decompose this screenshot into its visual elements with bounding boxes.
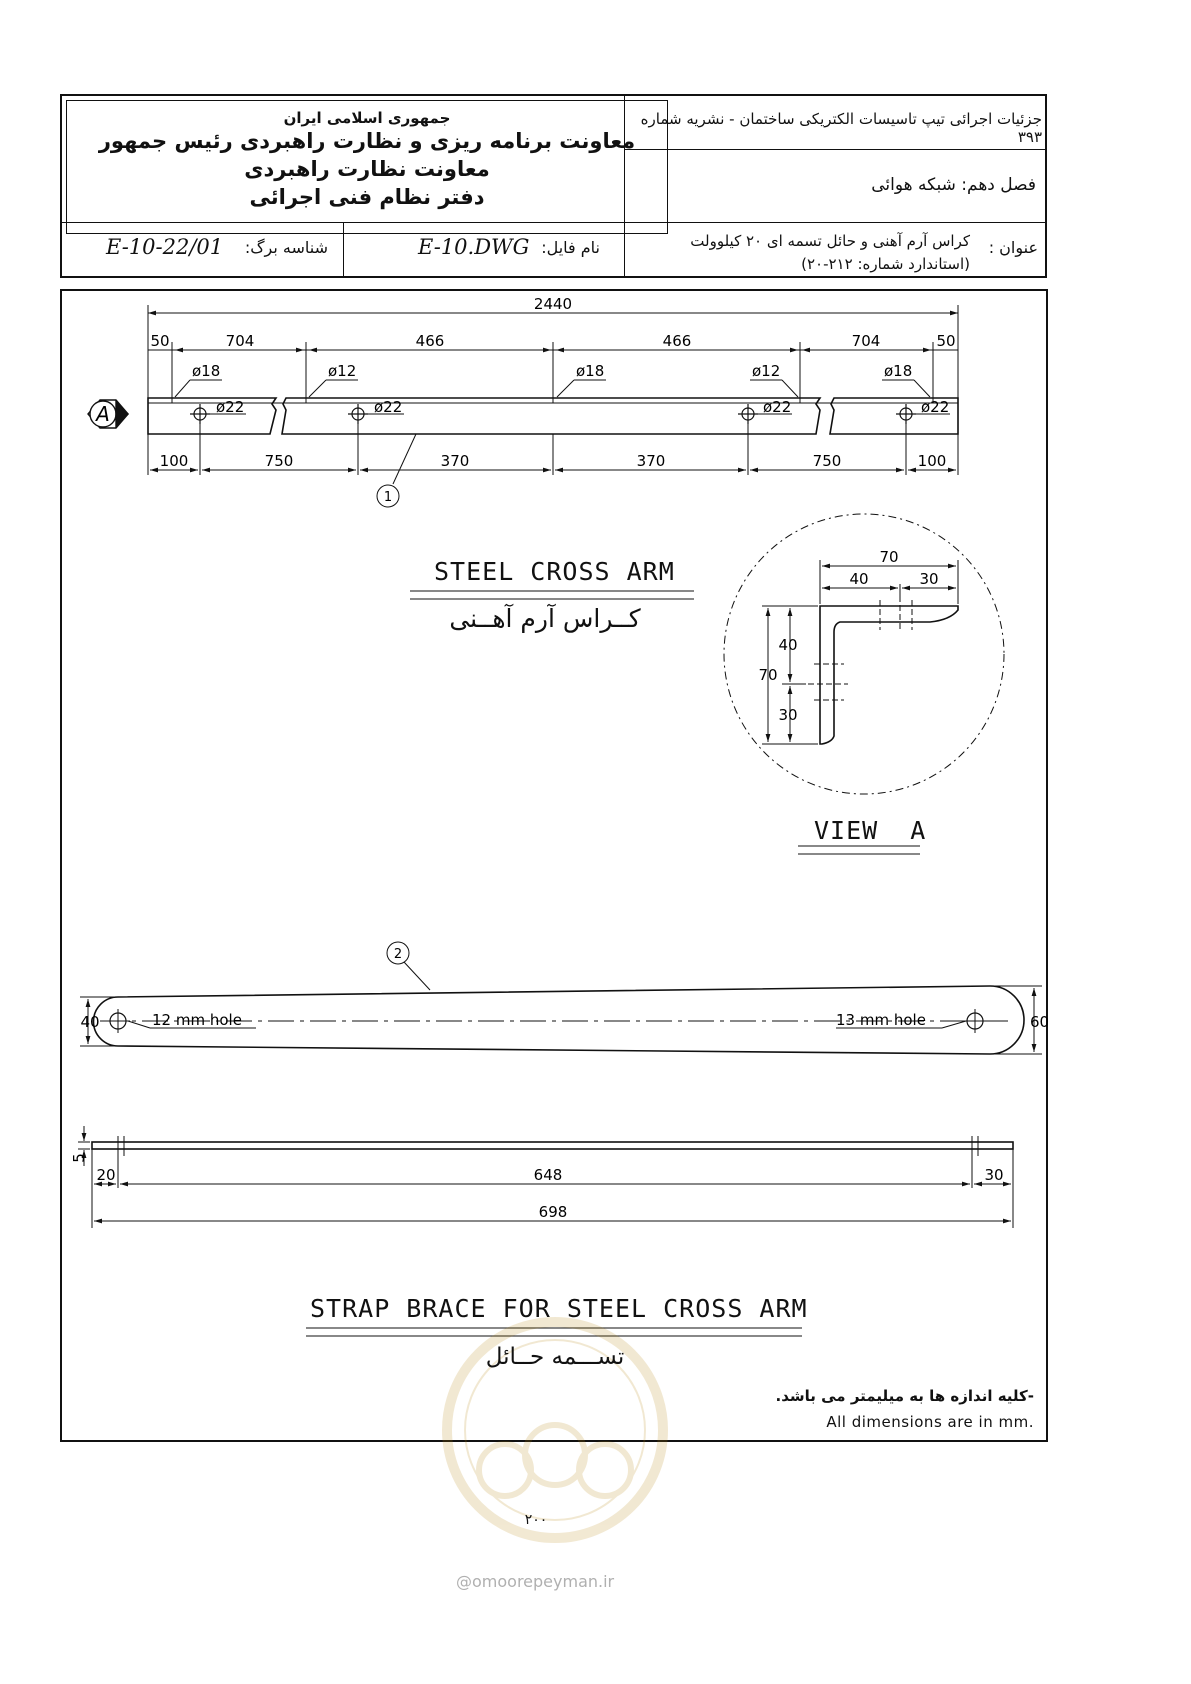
view-a-detail [723,513,1005,795]
chapter-title: فصل دهم: شبکه هوائی [871,175,1036,195]
title-block-divider [61,222,1046,223]
title-block-divider [624,95,625,277]
org-line-3: معاونت نظارت راهبردی [244,157,490,181]
dim-top-2: 704 [226,332,255,350]
title-block-divider [625,149,1046,150]
view-a-width-right: 30 [919,570,938,588]
hole-label-top-5: ø18 [884,362,912,380]
page-number: ۲۰۰ [524,1512,548,1528]
hole-label-top-2: ø12 [328,362,356,380]
drawing-frame [60,289,1048,1442]
strap-left-width: 40 [80,1013,99,1031]
dim-bottom-4: 370 [637,452,666,470]
subject-label: عنوان : [988,238,1038,257]
dim-top-4: 466 [663,332,692,350]
cross-arm-bottom-dimensions [147,420,959,475]
subject-line-1: کراس آرم آهنی و حائل تسمه ای ۲۰ کیلوولت [690,232,970,250]
cross-arm-small-holes [171,398,934,403]
cross-arm-overall-dimension: 2440 [147,295,959,398]
top-hole-labels [174,379,931,398]
cross-arm-title-en: STEEL CROSS ARM [434,557,675,586]
strap-title-fa: تســـمه حــائل [485,1344,625,1370]
dim-top-6: 50 [936,332,955,350]
file-value: E-10.DWG [418,235,530,259]
watermark-logo [442,1317,668,1543]
dim-bottom-6: 100 [918,452,947,470]
org-line-2: معاونت برنامه ریزی و نظارت راهبردی رئیس … [98,129,636,153]
dim-overall: 2440 [534,295,572,313]
strap-thickness: 5 [70,1153,88,1163]
view-a-marker [87,399,129,429]
strap-overall-length: 698 [539,1203,568,1221]
strap-right-offset: 30 [984,1166,1003,1184]
watermark-text: @omoorepeyman.ir [456,1572,614,1591]
cross-arm-main-holes [190,404,916,424]
note-fa: -کلیه اندازه ها به میلیمتر می باشد. [775,1387,1034,1405]
watermark-at-icon: @ [456,1572,472,1591]
dim-top-5: 704 [852,332,881,350]
strap-left-hole-label: 12 mm hole [152,1011,242,1029]
part-1-callout [376,433,417,508]
dim-bottom-5: 750 [813,452,842,470]
view-a-height-bottom: 30 [778,706,797,724]
dim-bottom-3: 370 [441,452,470,470]
note-en: All dimensions are in mm. [826,1413,1034,1431]
publication-title: جزئیات اجرائی تیپ تاسیسات الکتریکی ساختم… [640,110,1042,146]
view-a-width-total: 70 [879,548,898,566]
hole-label-top-4: ø12 [752,362,780,380]
part-1-number: 1 [384,490,392,505]
hole-label-main-4: ø22 [921,398,949,416]
strap-left-offset: 20 [96,1166,115,1184]
view-a-height-top: 40 [778,636,797,654]
subject-line-2: (استاندارد شماره: ۲۱۲-۲۰) [801,255,970,273]
file-label: نام فایل: [541,238,600,257]
view-a-marker-letter: A [94,402,110,426]
title-block [60,94,1047,278]
hole-label-top-1: ø18 [192,362,220,380]
view-a-height-total: 70 [758,666,777,684]
hole-label-main-2: ø22 [374,398,402,416]
watermark-url: omoorepeyman.ir [472,1572,615,1591]
part-2-number: 2 [394,947,402,962]
org-line-4: دفتر نظام فنی اجرائی [249,185,485,209]
view-a-width-left: 40 [849,570,868,588]
sheet-value: E-10-22/01 [106,235,224,259]
hole-label-main-1: ø22 [216,398,244,416]
dim-bottom-2: 750 [265,452,294,470]
title-block-divider [343,223,344,277]
cross-arm-bar [147,397,959,435]
hole-label-main-3: ø22 [763,398,791,416]
sheet-label: شناسه برگ: [244,238,328,257]
org-line-1: جمهوری اسلامی ایران [283,109,451,127]
strap-title-en: STRAP BRACE FOR STEEL CROSS ARM [310,1294,808,1323]
dim-top-1: 50 [150,332,169,350]
strap-middle-length: 648 [534,1166,563,1184]
dim-bottom-1: 100 [160,452,189,470]
dim-top-3: 466 [416,332,445,350]
strap-side-view [78,1126,1014,1228]
hole-label-top-3: ø18 [576,362,604,380]
view-a-title: VIEW A [814,816,927,845]
strap-right-hole-label: 13 mm hole [836,1011,926,1029]
cross-arm-title-fa: کــراس آرم آهــنی [449,604,641,633]
strap-plan-view [80,941,1042,1055]
strap-right-width: 60 [1030,1013,1049,1031]
organization-box: جمهوری اسلامی ایران معاونت برنامه ریزی و… [66,100,668,234]
